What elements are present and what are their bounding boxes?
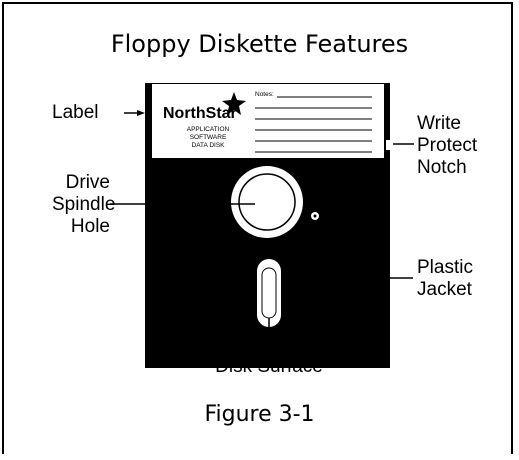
write-protect-line-1: Write [417, 113, 461, 134]
spindle-line-3: Hole [70, 216, 110, 237]
disk-surface-slot [257, 259, 281, 327]
figure-caption: Figure 3-1 [204, 402, 315, 427]
disk-label [152, 84, 384, 158]
label-line-3: DATA DISK [192, 142, 226, 149]
write-protect-line-3: Notch [417, 157, 467, 178]
brand-logo: NorthStar [163, 105, 237, 122]
drive-spindle-hole [238, 173, 296, 231]
label-line-2: SOFTWARE [190, 134, 227, 141]
star-icon [222, 92, 246, 115]
disk-surface-callout: Disk Surface [215, 356, 323, 377]
spindle-line-2: Spindle [52, 194, 116, 215]
label-line-1: APPLICATION [187, 126, 230, 133]
figure-title: Floppy Diskette Features [110, 30, 409, 58]
jacket-line-2: Jacket [417, 279, 472, 300]
spindle-callout: Drive Spindle Hole [52, 172, 116, 238]
write-protect-callout: Write Protect Notch [417, 113, 477, 179]
label-pointer-arrow [137, 110, 145, 116]
jacket-callout: Plastic Jacket [417, 257, 473, 301]
write-protect-line-2: Protect [417, 135, 478, 156]
spindle-line-1: Drive [65, 172, 110, 193]
figure-frame [2, 2, 513, 454]
notes-label: Notes: [255, 91, 274, 98]
label-callout: Label [52, 102, 99, 123]
jacket-line-1: Plastic [417, 257, 473, 278]
write-protect-notch [386, 140, 392, 150]
index-hole-center [313, 214, 317, 218]
